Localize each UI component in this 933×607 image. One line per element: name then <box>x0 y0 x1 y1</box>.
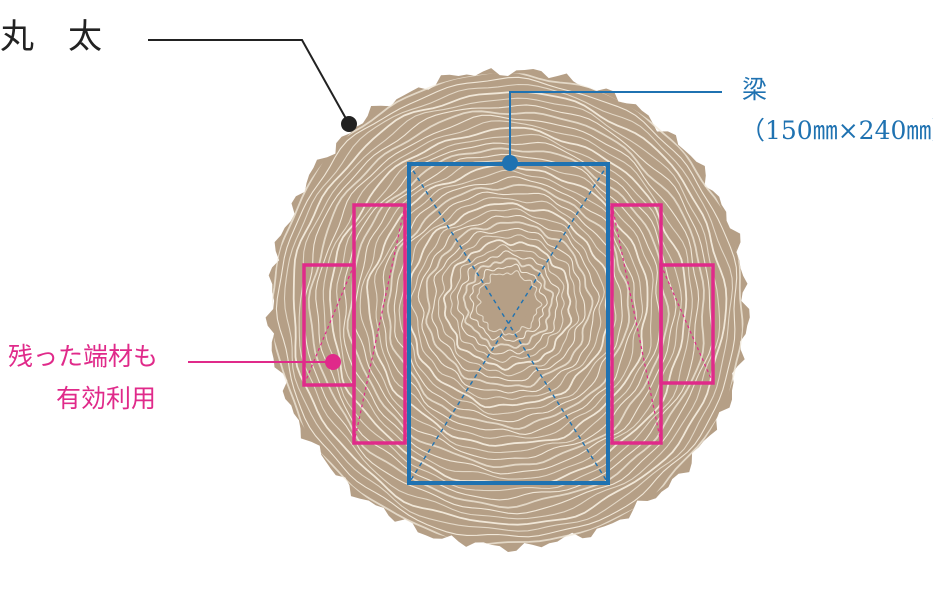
growth-ring <box>437 234 580 377</box>
growth-ring <box>469 263 548 342</box>
growth-ring <box>409 208 605 400</box>
growth-ring <box>366 164 649 447</box>
growth-ring <box>386 183 631 430</box>
growth-ring <box>456 250 560 355</box>
growth-ring <box>462 257 555 349</box>
log-pith <box>486 281 530 325</box>
offcut-rectangles <box>302 203 715 445</box>
offcut-diagonals <box>303 204 714 444</box>
log-leader <box>148 39 357 132</box>
offcut-label-line1: 残った端材も <box>8 342 159 371</box>
growth-ring <box>449 244 565 363</box>
growth-rings <box>272 73 744 545</box>
growth-ring <box>298 97 721 520</box>
beam-label: 梁 <box>742 75 768 104</box>
growth-ring <box>393 191 623 423</box>
beam-size-label: （150㎜×240㎜） <box>740 116 933 145</box>
growth-ring <box>315 114 700 501</box>
log-cross-section <box>265 68 750 552</box>
log-label-char2: 太 <box>68 17 102 57</box>
growth-ring <box>292 90 728 526</box>
beam-leader <box>502 91 722 171</box>
growth-ring <box>283 83 734 532</box>
offcut-left-outer <box>302 263 356 387</box>
growth-ring <box>380 176 637 435</box>
growth-ring <box>322 120 693 492</box>
log-label: 丸太 <box>0 20 102 54</box>
growth-ring <box>275 76 738 538</box>
growth-ring <box>329 126 688 485</box>
growth-ring <box>359 159 654 454</box>
growth-ring <box>442 239 573 371</box>
beam-diagonals <box>408 163 609 484</box>
growth-ring <box>431 227 586 382</box>
growth-ring <box>346 147 670 469</box>
growth-ring <box>374 169 644 439</box>
log-label-char1: 丸 <box>0 17 34 57</box>
growth-ring <box>336 133 683 480</box>
growth-ring <box>425 221 594 388</box>
growth-ring <box>398 197 617 415</box>
offcut-right-outer <box>659 263 715 385</box>
growth-ring <box>417 214 600 394</box>
growth-ring <box>475 269 543 336</box>
offcut-label-line2: 有効利用 <box>56 384 157 413</box>
offcut-leader <box>188 354 341 370</box>
